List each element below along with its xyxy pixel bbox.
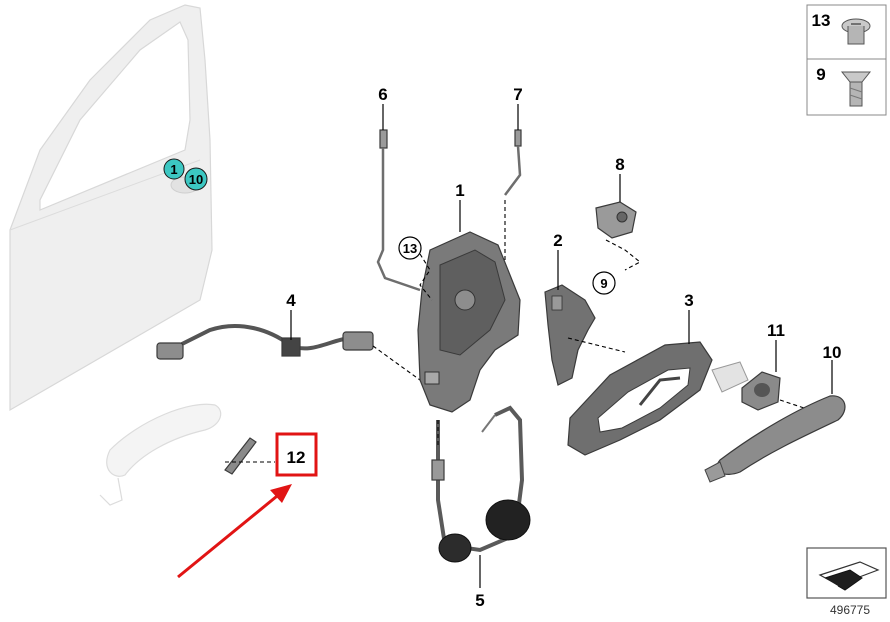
callout-8[interactable]: 8 <box>615 155 624 174</box>
door-badge-1[interactable]: 1 <box>163 158 185 180</box>
part-12-cap-bracket[interactable] <box>224 437 275 475</box>
door-badge-10-label: 10 <box>189 172 203 187</box>
part-1-door-lock[interactable] <box>417 231 521 413</box>
orientation-arrow-icon <box>806 547 887 599</box>
flange-head-screw-icon <box>841 18 871 45</box>
legend-9-label: 9 <box>816 65 825 84</box>
fastener-legend: 13 9 <box>806 4 887 116</box>
callout-12[interactable]: 12 <box>287 448 306 467</box>
callout-10[interactable]: 10 <box>823 343 842 362</box>
door-badge-10[interactable]: 10 <box>184 167 208 191</box>
callout-5[interactable]: 5 <box>475 591 484 610</box>
door-badge-1-label: 1 <box>170 162 177 177</box>
part-2-carrier[interactable] <box>544 284 626 386</box>
ghost-door-handle <box>99 403 222 506</box>
circled-13-label: 13 <box>403 241 417 256</box>
part-5-cable[interactable] <box>431 405 531 563</box>
door-panel <box>9 4 213 412</box>
countersunk-screw-icon <box>840 71 872 107</box>
callout-12-highlight <box>275 432 318 477</box>
part-6-rod[interactable] <box>376 129 421 292</box>
part-10-exterior-handle[interactable] <box>704 395 846 483</box>
circled-9[interactable]: 9 <box>592 271 616 295</box>
red-pointer-arrow <box>177 484 292 579</box>
circled-13[interactable]: 13 <box>398 236 433 301</box>
circled-9-label: 9 <box>600 276 607 291</box>
part-11-gasket[interactable] <box>741 371 811 411</box>
diagram-reference-number: 496775 <box>830 603 870 617</box>
part-3-handle-carrier[interactable] <box>567 341 713 456</box>
callout-2[interactable]: 2 <box>553 231 562 250</box>
callout-3[interactable]: 3 <box>684 291 693 310</box>
callout-11[interactable]: 11 <box>767 321 785 340</box>
part-4-cable[interactable] <box>156 323 421 381</box>
part-8-striker[interactable] <box>595 201 641 271</box>
callout-1[interactable]: 1 <box>455 181 464 200</box>
callout-7[interactable]: 7 <box>513 85 522 104</box>
callout-6[interactable]: 6 <box>378 85 387 104</box>
callout-4[interactable]: 4 <box>286 291 296 310</box>
lock-cylinder-housing <box>711 361 749 393</box>
legend-13-label: 13 <box>812 11 831 30</box>
